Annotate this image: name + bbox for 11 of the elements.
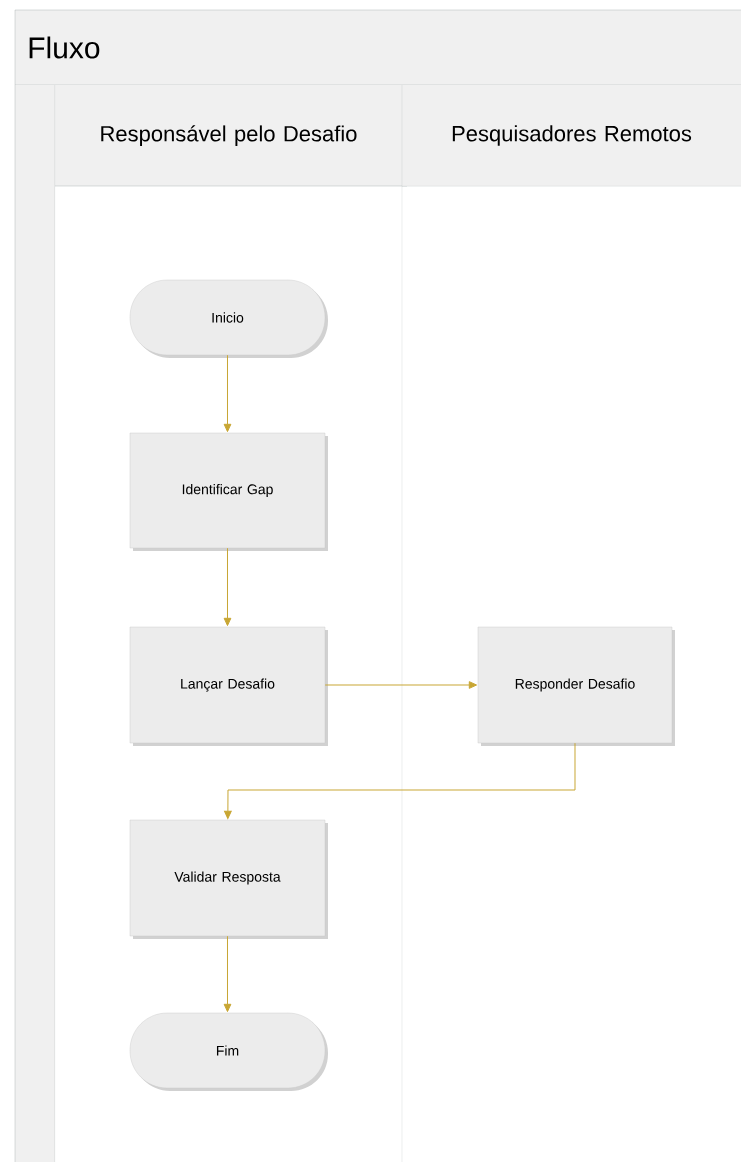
arrow xyxy=(223,935,232,1013)
arrow xyxy=(324,681,478,689)
node-label: Pesquisadores Remotos xyxy=(452,125,692,146)
arrow xyxy=(223,547,232,627)
node-label: Responsável pelo Desafio xyxy=(101,125,357,146)
process-box: Validar Resposta xyxy=(129,819,328,939)
arrow xyxy=(223,354,232,433)
process-box: Identificar Gap xyxy=(129,432,328,551)
process-box: Responder Desafio xyxy=(477,626,675,746)
process-box: Lançar Desafio xyxy=(129,626,328,746)
arrow xyxy=(224,742,576,820)
